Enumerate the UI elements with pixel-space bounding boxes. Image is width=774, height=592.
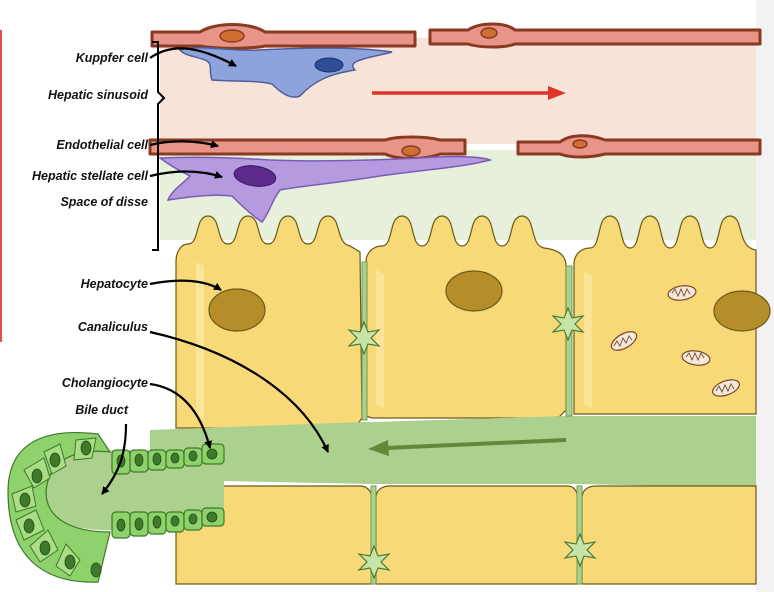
- blood-flow-arrow: [372, 86, 566, 100]
- cholangiocyte-nuclei: [19, 440, 218, 578]
- label-hepatocyte: Hepatocyte: [81, 277, 148, 291]
- bile-flow-arrow: [368, 438, 567, 456]
- label-endothelial-cell: Endothelial cell: [56, 138, 148, 152]
- canaliculus-stars: [347, 306, 597, 580]
- bile-canaliculus-band: [150, 416, 756, 488]
- label-kupffer-cell: Kuppfer cell: [76, 51, 149, 65]
- label-bile-duct: Bile duct: [75, 403, 129, 417]
- label-hepatic-stellate-cell: Hepatic stellate cell: [32, 169, 149, 183]
- hepatocyte-top-2: [365, 215, 567, 419]
- hepatic-stellate-cell: [157, 155, 493, 224]
- label-space-of-disse: Space of disse: [60, 195, 148, 209]
- endothelial-cell-top-right: [428, 22, 762, 49]
- endothelial-cell-middle-left: [148, 135, 467, 160]
- label-hepatic-sinusoid: Hepatic sinusoid: [48, 88, 148, 102]
- label-cholangiocyte: Cholangiocyte: [62, 376, 148, 390]
- endothelial-cell-middle-right: [516, 134, 762, 159]
- mitochondrion-1: [667, 285, 697, 301]
- mitochondrion-2: [610, 331, 638, 351]
- hepatocyte-top-1: [175, 215, 363, 429]
- endothelial-cell-top-left: [150, 23, 417, 50]
- leader-arrows: [101, 47, 330, 495]
- bile-duct: [7, 431, 225, 583]
- hepatocyte-bottom-3: [581, 485, 757, 585]
- mitochondrion-4: [712, 379, 740, 397]
- sinusoid-brace: [152, 41, 166, 251]
- hepatocyte-bottom-2: [375, 485, 579, 585]
- label-canaliculus: Canaliculus: [78, 320, 148, 334]
- hepatocyte-top-3: [573, 215, 771, 415]
- left-accent-border: [0, 30, 2, 342]
- mitochondrion-3: [681, 350, 711, 366]
